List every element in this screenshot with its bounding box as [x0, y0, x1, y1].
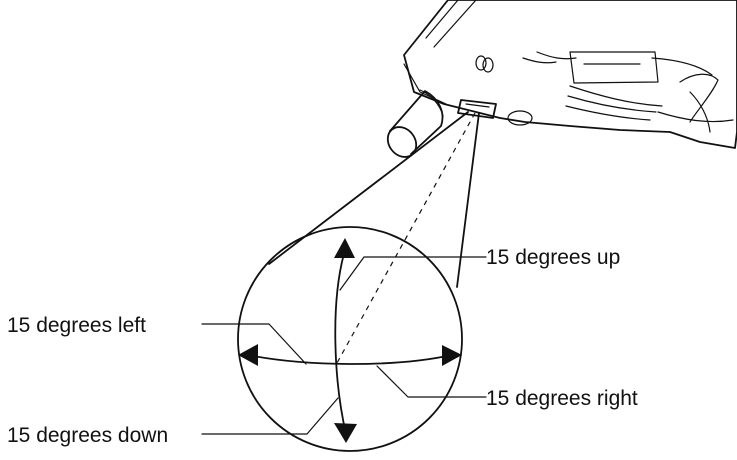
infrared-port-icon [457, 99, 497, 119]
leader-right [376, 365, 487, 398]
handheld-device-icon [403, 0, 737, 149]
arrow-up [334, 238, 355, 258]
beam-center-line [336, 112, 476, 364]
beam-left-edge [268, 111, 469, 265]
label-15-degrees-left: 15 degrees left [7, 314, 146, 337]
horizontal-angle-arc [247, 354, 453, 365]
leader-up [339, 256, 487, 291]
vertical-angle-arc [334, 249, 347, 435]
arrow-left [238, 344, 258, 366]
label-15-degrees-up: 15 degrees up [486, 246, 620, 269]
beam-target-circle [237, 226, 463, 452]
leader-left [201, 323, 307, 365]
label-15-degrees-down: 15 degrees down [7, 424, 168, 447]
arrow-right [442, 345, 462, 366]
arrow-down [334, 423, 357, 443]
leader-down [201, 397, 339, 435]
label-15-degrees-right: 15 degrees right [486, 387, 638, 410]
beam-right-edge [456, 112, 480, 288]
